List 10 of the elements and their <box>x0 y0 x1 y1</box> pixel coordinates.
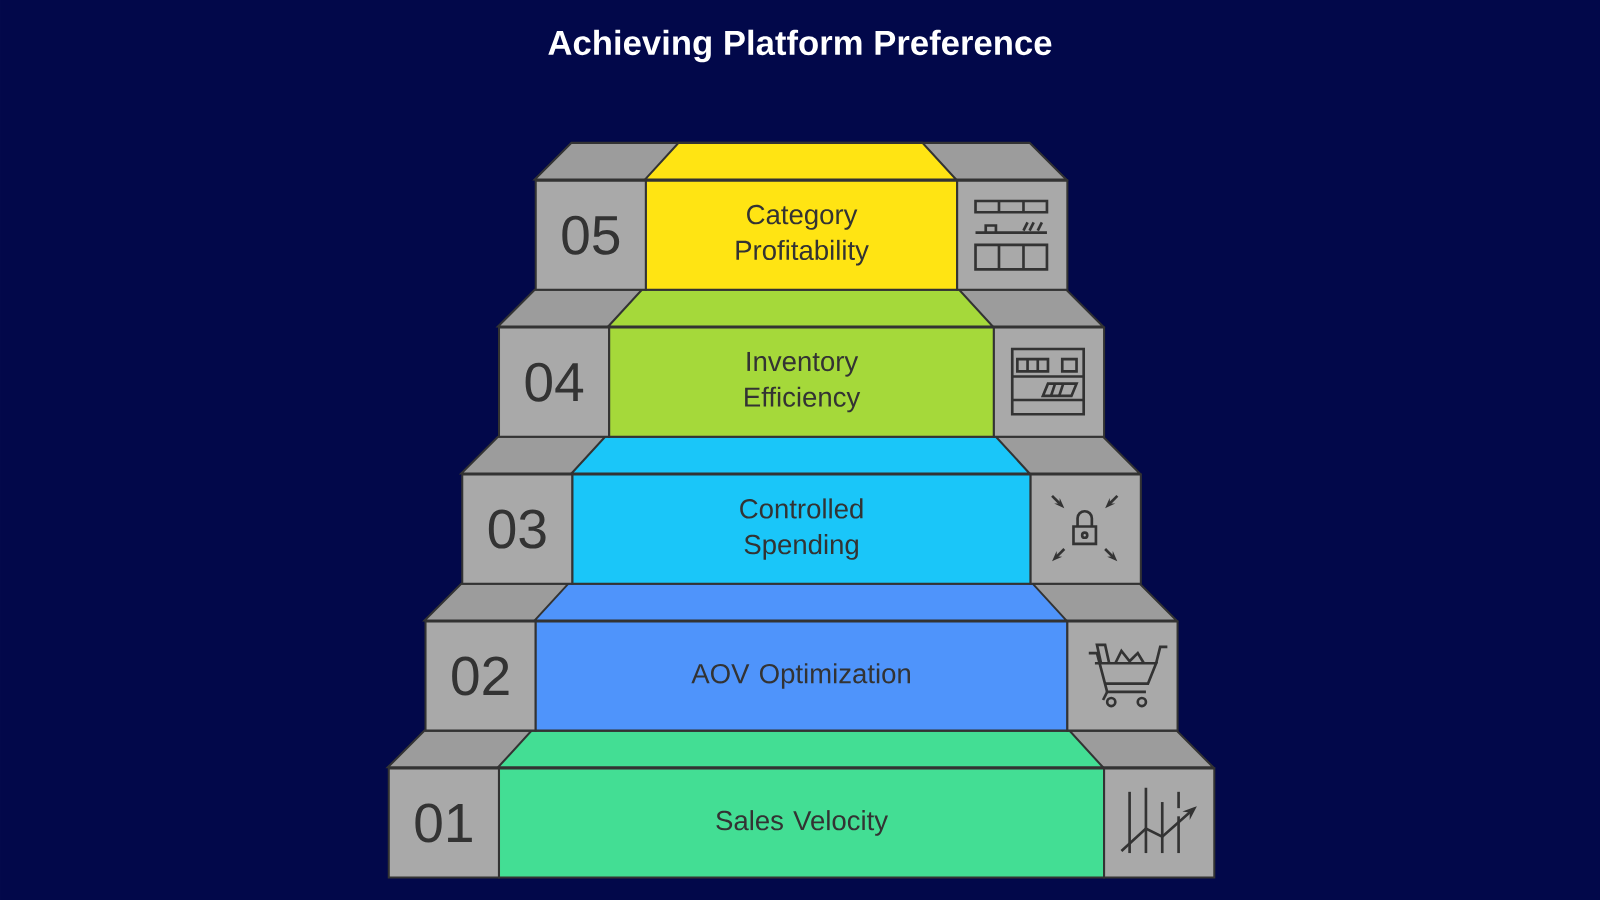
step-number: 03 <box>461 473 574 585</box>
title: Achieving Platform Preference <box>548 29 1052 63</box>
step-number: 01 <box>387 767 500 879</box>
icon-box <box>1029 473 1142 585</box>
step-number: 02 <box>424 620 537 732</box>
icon-box <box>956 179 1069 291</box>
icon-box <box>1066 620 1179 732</box>
icon-box <box>1103 767 1216 879</box>
step-number: 04 <box>497 326 611 438</box>
step-number: 05 <box>534 179 647 291</box>
